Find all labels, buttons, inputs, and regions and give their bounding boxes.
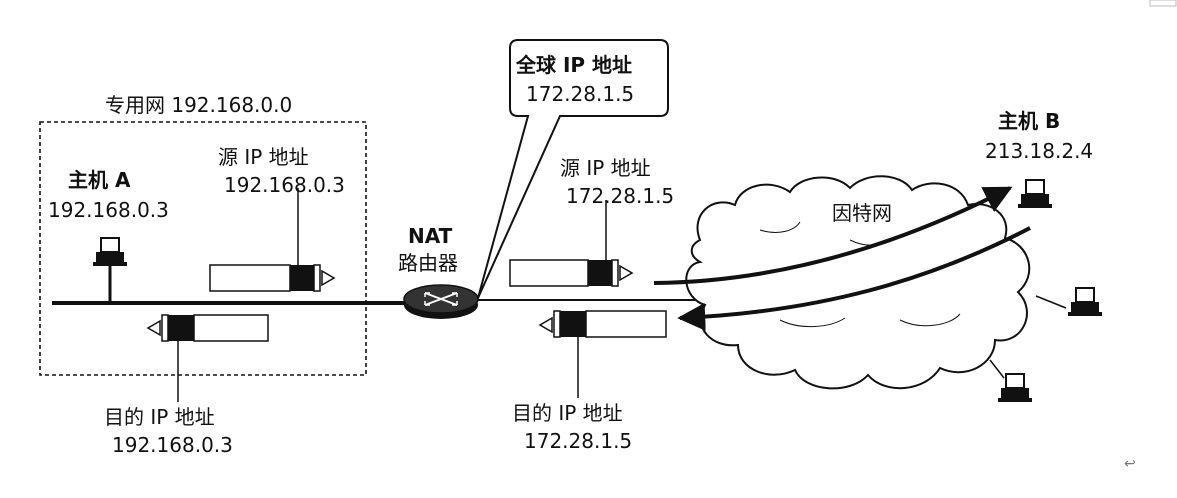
corner-frame-mark <box>1149 0 1177 7</box>
packet-incoming-global <box>538 310 667 338</box>
private-network-boundary <box>39 121 367 376</box>
nat-router-icon <box>403 284 479 319</box>
private-network-title: 专用网 192.168.0.0 <box>105 93 292 117</box>
internet-host-2-link <box>989 359 1005 379</box>
packet-outgoing-global <box>509 259 634 287</box>
src-global-label: 源 IP 地址 <box>560 156 651 180</box>
host-a-ip: 192.168.0.3 <box>48 198 169 222</box>
host-b-computer-icon <box>1017 179 1053 209</box>
dst-global-label: 目的 IP 地址 <box>512 401 623 425</box>
internet-host-link <box>1035 295 1067 309</box>
host-a-name: 主机 A <box>68 168 131 192</box>
global-ip-label: 全球 IP 地址 <box>515 53 632 77</box>
internet-cloud <box>685 175 1031 390</box>
router-label-router: 路由器 <box>398 251 458 275</box>
internet-label: 因特网 <box>832 201 892 225</box>
dst-private-label: 目的 IP 地址 <box>104 405 215 429</box>
packet-incoming-private <box>146 314 269 342</box>
router-label-nat: NAT <box>408 224 453 248</box>
internet-host-computer-icon <box>1067 287 1103 317</box>
dst-private-ip: 192.168.0.3 <box>112 433 233 457</box>
corner-return-glyph: ↩ <box>1124 456 1136 472</box>
host-a-computer-icon <box>92 237 128 267</box>
host-b-ip: 213.18.2.4 <box>985 139 1093 163</box>
packet-outgoing-private <box>209 264 336 292</box>
arrow-to-host-b <box>653 186 1013 285</box>
src-global-ip: 172.28.1.5 <box>566 184 674 208</box>
src-private-label: 源 IP 地址 <box>218 145 309 169</box>
global-ip-value: 172.28.1.5 <box>526 82 634 106</box>
internet-host-2-computer-icon <box>997 373 1033 403</box>
host-b-name: 主机 B <box>998 109 1060 133</box>
arrow-from-host-b <box>677 226 1031 331</box>
dst-global-ip: 172.28.1.5 <box>524 429 632 453</box>
src-private-ip: 192.168.0.3 <box>224 173 345 197</box>
global-ip-callout <box>477 39 669 299</box>
